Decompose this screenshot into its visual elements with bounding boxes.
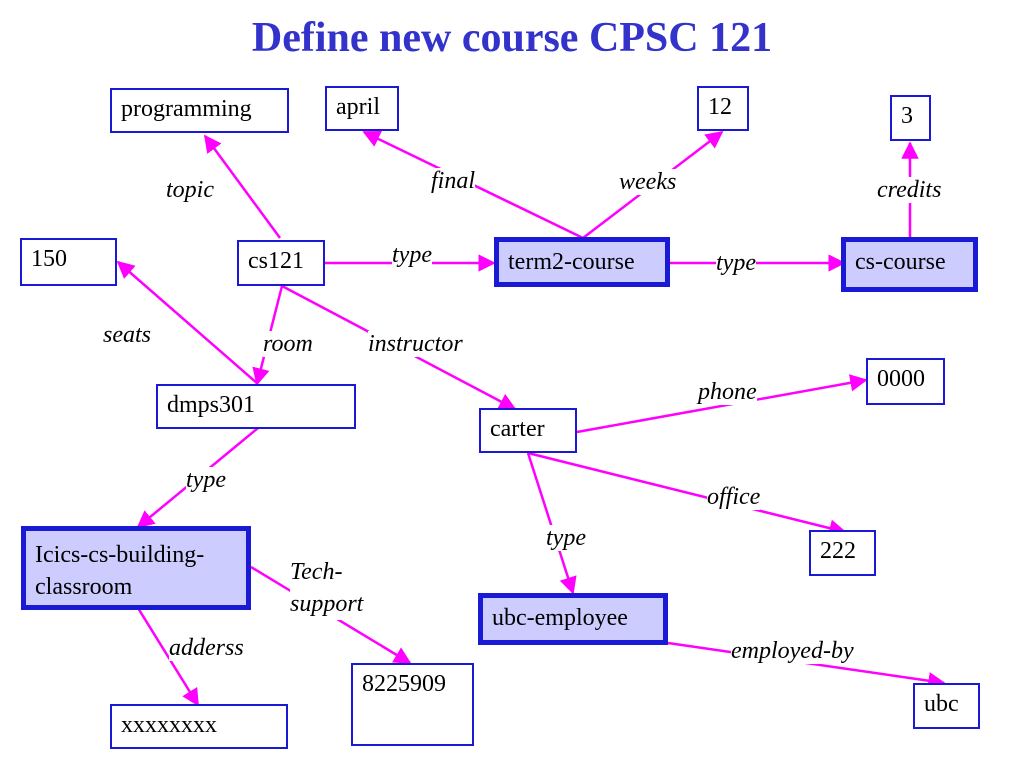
- edge-label-phone: phone: [698, 379, 757, 405]
- edge-label-seats: seats: [103, 322, 151, 348]
- node-ubc-employee: ubc-employee: [478, 593, 668, 645]
- edge-adderss: [136, 607, 200, 707]
- edge-seats: [116, 260, 259, 385]
- node-seats-value: 150: [20, 238, 117, 286]
- edge-topic: [203, 134, 282, 239]
- page-title: Define new course CPSC 121: [251, 15, 773, 61]
- edge-type-carter: [526, 452, 577, 595]
- node-weeks-value: 12: [697, 86, 749, 131]
- node-address-value: xxxxxxxx: [110, 704, 288, 749]
- edge-label-adderss: adderss: [169, 635, 244, 661]
- edge-label-office: office: [707, 484, 761, 510]
- edge-label-instructor: instructor: [368, 331, 463, 357]
- node-cs-course: cs-course: [841, 237, 978, 292]
- edge-label-weeks: weeks: [619, 169, 677, 195]
- node-office-value: 222: [809, 530, 876, 576]
- node-dmps301: dmps301: [156, 384, 356, 429]
- node-phone-value: 0000: [866, 358, 945, 405]
- edge-label-type-cs121: type: [392, 242, 432, 268]
- node-term2-course: term2-course: [494, 237, 670, 287]
- edge-label-credits: credits: [877, 177, 942, 203]
- node-cs121: cs121: [237, 240, 325, 286]
- edge-label-topic: topic: [166, 177, 214, 203]
- edge-label-type-dmps: type: [186, 467, 226, 493]
- edge-label-final: final: [431, 168, 476, 194]
- edge-phone: [576, 374, 868, 434]
- edge-label-employed-by: employed-by: [731, 638, 854, 664]
- edge-label-type-term2: type: [716, 250, 756, 276]
- edge-label-tech-support: Tech-support: [290, 556, 390, 620]
- node-tech-support-value: 8225909: [351, 663, 474, 746]
- node-credits-value: 3: [890, 95, 931, 141]
- edge-label-type-carter: type: [546, 525, 586, 551]
- node-classroom: Icics-cs-building-classroom: [21, 526, 251, 610]
- edge-office: [527, 451, 847, 537]
- edge-label-room: room: [263, 331, 313, 357]
- node-carter: carter: [479, 408, 577, 453]
- node-programming: programming: [110, 88, 289, 133]
- node-ubc: ubc: [913, 683, 980, 729]
- node-april: april: [325, 86, 399, 131]
